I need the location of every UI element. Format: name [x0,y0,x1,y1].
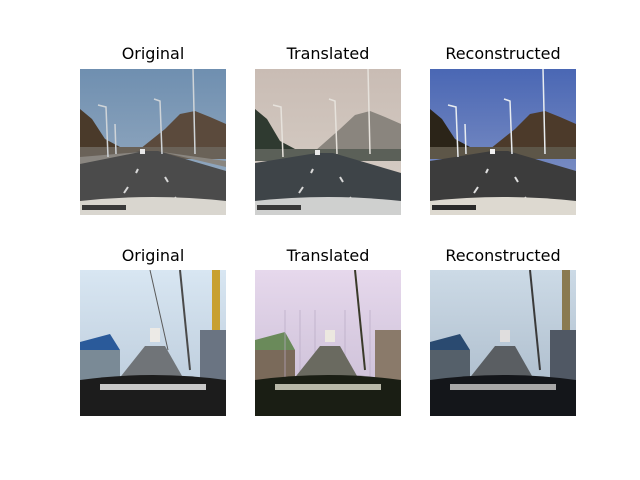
image-translated-street [255,270,401,416]
panel-title-original-row2: Original [121,246,185,265]
panel-title-original-row1: Original [121,44,185,63]
image-translated-highway [255,69,401,215]
image-reconstructed-highway [430,69,576,215]
image-original-highway [80,69,226,215]
panel-title-reconstructed-row2: Reconstructed [445,246,561,265]
panel-title-translated-row1: Translated [286,44,370,63]
image-reconstructed-street [430,270,576,416]
panel-title-reconstructed-row1: Reconstructed [445,44,561,63]
panel-title-translated-row2: Translated [286,246,370,265]
image-original-street [80,270,226,416]
